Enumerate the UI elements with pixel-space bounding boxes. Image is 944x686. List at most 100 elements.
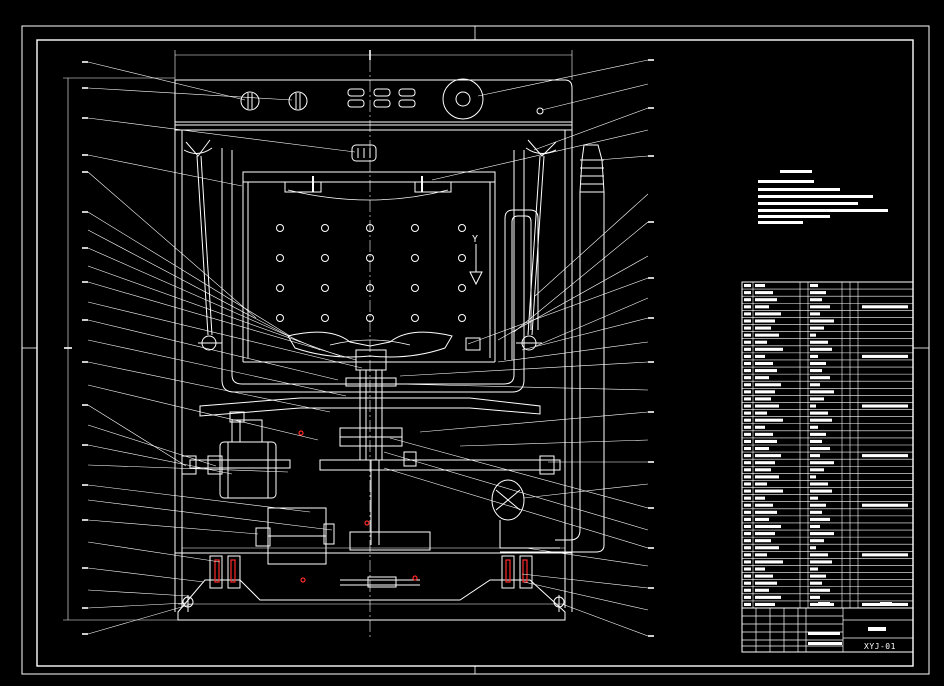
table-cell-mark (810, 305, 830, 309)
push-button-array (347, 88, 416, 108)
suspension-rods (183, 139, 557, 351)
table-cell-mark (810, 369, 822, 373)
table-cell-mark (755, 454, 781, 458)
table-cell-mark (755, 482, 767, 486)
table-cell-mark (744, 567, 751, 571)
table-cell-mark (755, 553, 767, 557)
table-cell-mark (810, 553, 828, 557)
table-cell-mark (810, 595, 820, 599)
table-cell-mark (862, 305, 908, 309)
table-cell-mark (862, 354, 908, 358)
table-cell-mark (810, 425, 818, 429)
table-cell-mark (744, 546, 751, 550)
table-cell-mark (810, 340, 828, 344)
table-cell-mark (810, 319, 834, 323)
table-cell-mark (755, 418, 783, 422)
table-cell-mark (810, 546, 816, 550)
table-cell-mark (755, 496, 765, 500)
table-cell-mark (810, 383, 820, 387)
inlet-hose (500, 144, 605, 553)
table-cell-mark (755, 291, 773, 295)
table-cell-mark (810, 361, 826, 366)
table-cell-mark (755, 397, 771, 401)
red-markers (214, 430, 528, 583)
table-cell-mark (744, 475, 751, 479)
table-cell-mark (810, 411, 828, 415)
drawing-code: XYJ-01 (864, 642, 896, 651)
table-cell-mark (810, 397, 824, 401)
title-block-marks (808, 602, 892, 645)
table-cell-mark (744, 539, 751, 543)
table-cell-mark (810, 284, 818, 288)
table-cell-mark (744, 503, 751, 507)
leader-lines-right (383, 59, 649, 637)
table-cell-mark (744, 319, 751, 323)
water-level-pipe (465, 209, 539, 360)
table-cell-mark (810, 333, 816, 337)
table-cell-mark (744, 354, 751, 358)
table-cell-mark (755, 588, 769, 592)
table-cell-mark (755, 560, 783, 564)
shock-absorbers (209, 555, 533, 589)
belt-pulley (340, 531, 431, 588)
table-cell-mark (744, 383, 751, 387)
table-cell-mark (744, 298, 751, 302)
table-cell-mark (755, 524, 781, 529)
table-cell-mark (755, 404, 779, 408)
table-cell-mark (744, 411, 751, 415)
table-cell-mark (810, 326, 824, 330)
drain-pump (255, 507, 335, 565)
table-cell-mark (744, 439, 751, 443)
table-cell-mark (755, 468, 771, 472)
table-cell-mark (755, 284, 765, 288)
table-cell-mark (755, 539, 771, 543)
table-cell-mark (755, 432, 773, 436)
table-cell-mark (755, 369, 777, 373)
table-cell-mark (755, 510, 777, 514)
table-cell-mark (810, 517, 830, 521)
table-rows (742, 288, 913, 602)
table-cell-mark (744, 588, 751, 592)
table-cell-mark (755, 354, 765, 358)
table-cell-mark (862, 454, 908, 458)
table-cell-mark (755, 312, 781, 316)
table-cell-mark (755, 340, 767, 344)
table-cell-mark (744, 468, 751, 472)
table-cell-mark (810, 439, 822, 443)
axis-label: Y (472, 234, 478, 245)
table-cell-mark (744, 532, 751, 536)
table-cell-mark (810, 503, 826, 507)
table-cell-mark (810, 539, 824, 543)
leveling-feet (182, 595, 565, 612)
table-cell-mark (744, 595, 751, 599)
indicator-lamp-icon (536, 107, 544, 115)
table-cell-mark (744, 291, 751, 295)
table-cell-mark (755, 447, 769, 451)
table-cell-mark (810, 496, 818, 500)
machine-section-view: Y (63, 50, 605, 640)
table-cell-mark (755, 411, 767, 415)
cabinet (174, 130, 573, 612)
table-cell-text (744, 284, 908, 606)
table-cell-mark (744, 305, 751, 309)
control-knob-left-icon (240, 91, 260, 111)
table-cell-mark (744, 390, 751, 394)
table-cell-mark (744, 461, 751, 465)
table-cell-mark (755, 333, 779, 337)
table-cell-mark (810, 574, 826, 578)
table-cell-mark (810, 418, 832, 422)
dimension-lines (63, 50, 573, 621)
table-cell-mark (810, 312, 820, 316)
table-cell-mark (755, 503, 773, 507)
table-cell-mark (744, 447, 751, 451)
table-cell-mark (744, 432, 751, 436)
technical-notes (758, 170, 888, 224)
table-cell-mark (810, 376, 830, 380)
table-cell-mark (755, 567, 765, 571)
table-cell-mark (744, 510, 751, 514)
mounting-bolts (181, 411, 555, 475)
table-cell-mark (744, 574, 751, 578)
table-cell-mark (810, 432, 826, 436)
table-cell-mark (744, 326, 751, 330)
table-cell-mark (744, 553, 751, 557)
